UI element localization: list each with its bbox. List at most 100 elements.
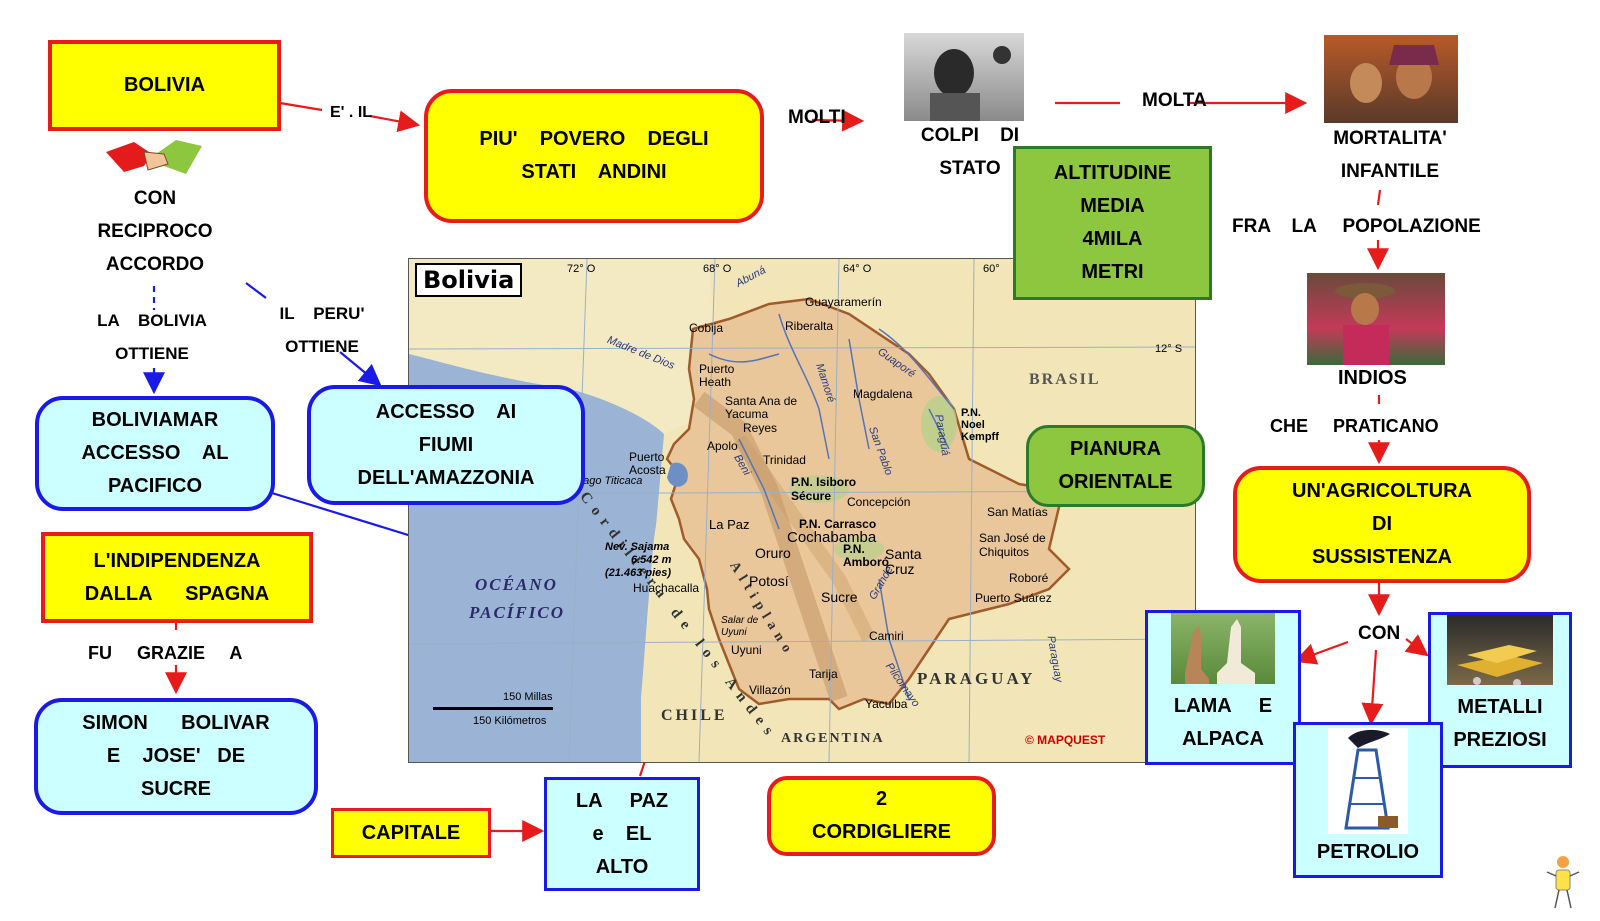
map-city-santa-ana: Santa Ana de Yacuma bbox=[725, 394, 798, 421]
indipendenza-box: L'INDIPENDENZA DALLA SPAGNA bbox=[41, 532, 313, 623]
bolivia-ottiene-line-2: OTTIENE bbox=[115, 344, 189, 363]
fra-label: FRA LA POPOLAZIONE bbox=[1232, 216, 1481, 237]
map-city-huachacalla: Huachacalla bbox=[633, 581, 700, 595]
peru-ottiene-line-2: OTTIENE bbox=[285, 337, 359, 356]
capitale-box: CAPITALE bbox=[331, 808, 491, 858]
map-city-san-matias: San Matías bbox=[987, 505, 1048, 519]
cordigliere-line-1: 2 bbox=[875, 788, 888, 810]
accesso-fiumi-line-1: ACCESSO AI bbox=[375, 400, 517, 423]
colpi-line-1: COLPI DI bbox=[920, 125, 1020, 146]
cordigliere-line-2: CORDIGLIERE bbox=[812, 821, 951, 843]
map-feature-carrasco: P.N. Carrasco bbox=[799, 517, 877, 531]
map-country-chile: CHILE bbox=[661, 707, 728, 724]
bolivia-map: Bolivia OCÉANO PACÍFICO BRASIL PARAGUAY … bbox=[408, 258, 1196, 763]
boliviamar-box: BOLIVIAMAR ACCESSO AL PACIFICO bbox=[35, 396, 275, 511]
mortalita-line-1: MORTALITA' bbox=[1333, 128, 1447, 149]
accesso-fiumi-line-3: DELL'AMAZZONIA bbox=[357, 466, 535, 489]
povero-box: PIU' POVERO DEGLI STATI ANDINI bbox=[424, 89, 764, 223]
map-city-san-jose: San José de Chiquitos bbox=[979, 531, 1046, 559]
map-scale-bar bbox=[433, 707, 553, 710]
map-city-oruro: Oruro bbox=[755, 545, 791, 561]
bolivar-line-1: SIMON BOLIVAR bbox=[82, 712, 270, 734]
lapaz-line-1: LA PAZ bbox=[575, 789, 669, 812]
povero-line-1: PIU' POVERO DEGLI bbox=[479, 128, 709, 150]
lapaz-line-3: ALTO bbox=[595, 855, 649, 878]
petrolio-label: PETROLIO bbox=[1316, 841, 1420, 863]
peru-ottiene-line-1: IL PERU' bbox=[279, 304, 365, 323]
map-city-la-paz: La Paz bbox=[709, 517, 750, 532]
mortalita-line-2: INFANTILE bbox=[1340, 161, 1440, 182]
altitudine-line-1: ALTITUDINE bbox=[1053, 162, 1172, 184]
lama-line-2: ALPACA bbox=[1182, 728, 1264, 750]
accordo-label: CON RECIPROCO ACCORDO bbox=[80, 180, 230, 282]
pianura-line-1: PIANURA bbox=[1069, 438, 1162, 460]
accordo-line-1: CON bbox=[133, 187, 177, 209]
lapaz-line-2: e EL bbox=[592, 822, 652, 845]
map-city-puerto-acosta: Puerto Acosta bbox=[629, 450, 666, 477]
cordigliere-box: 2 CORDIGLIERE bbox=[767, 776, 996, 856]
map-city-puerto-heath: Puerto Heath bbox=[699, 362, 735, 389]
map-city-uyuni: Uyuni bbox=[731, 643, 762, 657]
bolivar-line-2: E JOSE' DE bbox=[106, 745, 246, 767]
colpi-label: COLPI DI STATO bbox=[900, 118, 1040, 186]
capitale-label: CAPITALE bbox=[361, 821, 461, 844]
altitudine-box: ALTITUDINE MEDIA 4MILA METRI bbox=[1013, 146, 1212, 300]
indipendenza-line-1: L'INDIPENDENZA bbox=[93, 549, 261, 572]
molti-label: MOLTI bbox=[788, 107, 846, 128]
map-lat-60: 60° bbox=[983, 263, 1000, 275]
map-city-puerto-suarez: Puerto Suárez bbox=[975, 591, 1052, 605]
map-country-brasil: BRASIL bbox=[1029, 371, 1101, 388]
map-city-cobija: Cobija bbox=[689, 321, 724, 335]
map-city-riberalta: Riberalta bbox=[785, 319, 834, 333]
map-country-paraguay: PARAGUAY bbox=[917, 669, 1036, 688]
lama-photo bbox=[1171, 613, 1275, 684]
eil-label: E' . IL bbox=[330, 104, 373, 121]
altitudine-line-3: 4MILA bbox=[1082, 228, 1143, 250]
map-city-tarija: Tarija bbox=[809, 667, 838, 681]
metalli-photo bbox=[1447, 615, 1553, 685]
lama-box: LAMA E ALPACA bbox=[1145, 610, 1301, 765]
praticano-label: CHE PRATICANO bbox=[1270, 416, 1439, 436]
map-city-santa-cruz: Santa Cruz bbox=[885, 546, 922, 577]
metalli-line-1: METALLI bbox=[1457, 696, 1543, 718]
boliviamar-line-2: ACCESSO AL bbox=[81, 442, 229, 464]
agricoltura-line-1: UN'AGRICOLTURA bbox=[1292, 480, 1472, 502]
map-feature-salar: Salar de Uyuni bbox=[721, 615, 759, 638]
mortalita-photo bbox=[1324, 35, 1458, 123]
lama-line-1: LAMA E bbox=[1173, 695, 1273, 717]
handshake-icon bbox=[104, 136, 204, 182]
map-lat-12s: 12° S bbox=[1155, 343, 1183, 355]
bolivia-ottiene-label: LA BOLIVIA OTTIENE bbox=[72, 303, 232, 371]
map-city-robore: Roboré bbox=[1009, 571, 1049, 585]
bolivia-ottiene-line-1: LA BOLIVIA bbox=[97, 311, 207, 330]
map-ocean-label-2: PACÍFICO bbox=[469, 603, 565, 622]
map-city-trinidad: Trinidad bbox=[763, 453, 806, 467]
lapaz-box: LA PAZ e EL ALTO bbox=[544, 777, 700, 891]
map-feature-noel-kempff: P.N. Noel Kempff bbox=[961, 407, 999, 443]
indios-photo bbox=[1307, 273, 1445, 365]
map-lat-72: 72° O bbox=[567, 263, 596, 275]
altitudine-line-4: METRI bbox=[1081, 261, 1144, 283]
petrolio-box: PETROLIO bbox=[1293, 722, 1443, 878]
accesso-fiumi-box: ACCESSO AI FIUMI DELL'AMAZZONIA bbox=[307, 385, 585, 505]
map-feature-titicaca: Lago Titicaca bbox=[577, 475, 643, 487]
map-city-apolo: Apolo bbox=[707, 439, 738, 453]
map-city-concepcion: Concepción bbox=[847, 495, 911, 509]
povero-line-2: STATI ANDINI bbox=[521, 161, 667, 183]
map-city-magdalena: Magdalena bbox=[853, 387, 913, 401]
map-feature-amboro: P.N. Amboró bbox=[843, 542, 889, 569]
bolivia-label: BOLIVIA bbox=[123, 74, 206, 96]
accordo-line-2: RECIPROCO bbox=[97, 220, 213, 242]
mortalita-label: MORTALITA' INFANTILE bbox=[1310, 121, 1470, 189]
accesso-fiumi-line-2: FIUMI bbox=[418, 433, 474, 456]
map-title: Bolivia bbox=[415, 263, 523, 297]
map-country-argentina: ARGENTINA bbox=[781, 731, 885, 746]
map-scale-km: 150 Kilómetros bbox=[473, 715, 547, 727]
map-city-camiri: Camiri bbox=[869, 629, 904, 643]
map-city-reyes: Reyes bbox=[743, 421, 778, 435]
molta-label: MOLTA bbox=[1142, 90, 1207, 111]
metalli-line-2: PREZIOSI bbox=[1453, 729, 1547, 751]
map-city-yacuiba: Yacuiba bbox=[865, 697, 908, 711]
map-ocean-label-1: OCÉANO bbox=[475, 575, 558, 594]
map-credit: © MAPQUEST bbox=[1025, 733, 1106, 747]
